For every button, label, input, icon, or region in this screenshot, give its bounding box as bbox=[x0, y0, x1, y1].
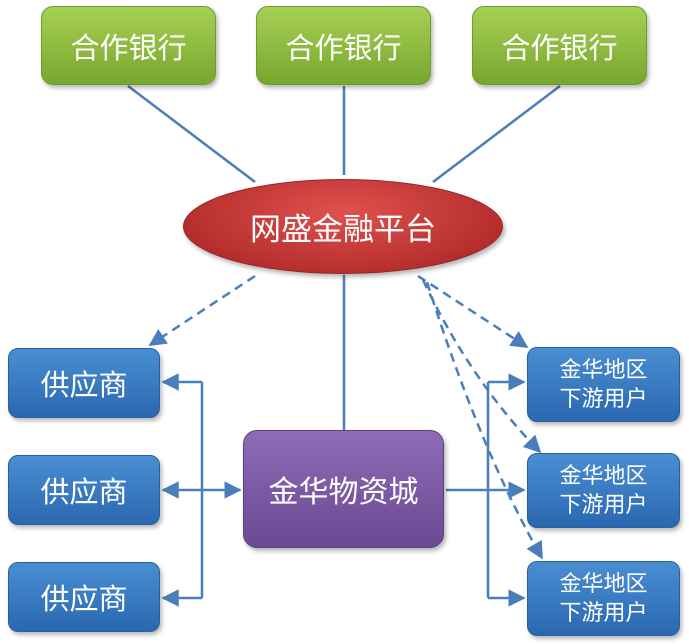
market-label: 金华物资城 bbox=[268, 475, 419, 510]
supplier-label: 供应商 bbox=[40, 368, 128, 402]
user-label-line2: 下游用户 bbox=[559, 386, 648, 412]
user-label-line2: 下游用户 bbox=[559, 492, 648, 518]
bank-label: 合作银行 bbox=[285, 30, 402, 65]
market-node[interactable]: 金华物资城 bbox=[243, 430, 444, 548]
supplier-node-3[interactable]: 供应商 bbox=[8, 562, 160, 632]
bank-node-3[interactable]: 合作银行 bbox=[472, 6, 647, 85]
user-label-line1: 金华地区 bbox=[559, 463, 648, 489]
user-node-3[interactable]: 金华地区 下游用户 bbox=[527, 561, 680, 636]
platform-user-dashed-arrow-1 bbox=[417, 274, 529, 349]
bank-label: 合作银行 bbox=[70, 30, 187, 65]
supplier-node-1[interactable]: 供应商 bbox=[8, 348, 160, 418]
bank-link-3 bbox=[432, 85, 561, 183]
user-node-2[interactable]: 金华地区 下游用户 bbox=[527, 453, 680, 528]
user-label-line2: 下游用户 bbox=[559, 600, 648, 626]
bank-label: 合作银行 bbox=[501, 30, 618, 65]
user-label-line1: 金华地区 bbox=[559, 571, 648, 597]
supplier-label: 供应商 bbox=[40, 582, 128, 616]
supplier-label: 供应商 bbox=[40, 475, 128, 509]
platform-user-dashed-arrow-2 bbox=[421, 279, 542, 454]
user-label-line1: 金华地区 bbox=[559, 357, 648, 383]
user-node-1[interactable]: 金华地区 下游用户 bbox=[527, 347, 680, 422]
platform-supplier-dashed-arrow bbox=[148, 274, 256, 347]
bank-link-1 bbox=[127, 85, 256, 183]
bank-node-1[interactable]: 合作银行 bbox=[41, 6, 216, 85]
supplier-node-2[interactable]: 供应商 bbox=[8, 455, 160, 525]
platform-label: 网盛金融平台 bbox=[250, 212, 436, 248]
platform-node[interactable]: 网盛金融平台 bbox=[183, 179, 503, 274]
bank-node-2[interactable]: 合作银行 bbox=[256, 6, 431, 85]
